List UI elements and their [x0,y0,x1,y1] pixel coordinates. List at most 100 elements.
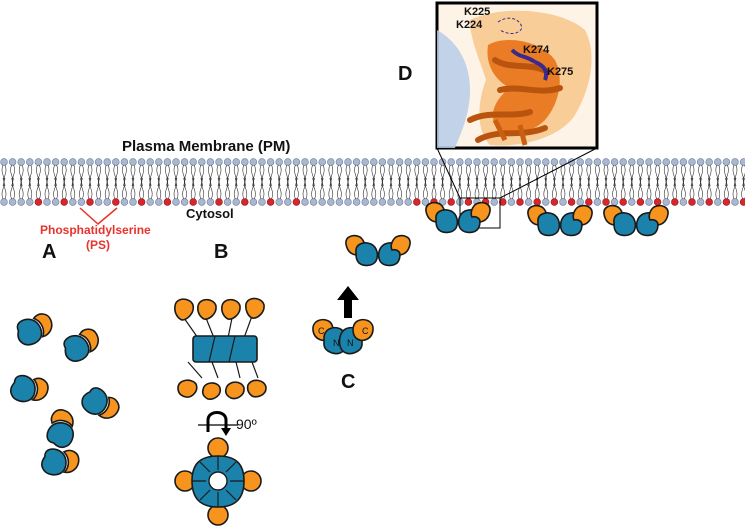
lipid-inner [103,177,111,206]
lipid-inner [438,177,447,206]
lipid-inner [352,177,361,206]
ps-lipid [266,177,275,206]
lipid-inner [490,177,498,206]
panel-label-b: B [214,241,228,263]
lipid-inner [198,177,206,206]
c-terminus-left: C [318,326,325,336]
lipid-inner [284,177,292,206]
residue-k225: K225 [464,6,490,18]
lipid-inner [43,177,51,206]
panel-c-dimer [312,318,374,355]
lipid-inner [51,177,60,206]
lipid-inner [610,177,619,206]
ps-lipid [163,177,172,206]
lipid-inner [172,177,180,206]
lipid-inner [327,177,335,206]
n-terminus-left: N [333,338,340,348]
lipid-inner [8,177,17,206]
lipid-inner [645,177,653,206]
lipid-inner [473,177,481,206]
panel-label-c: C [341,371,355,393]
lipid-inner [559,177,567,206]
lipid-inner [370,177,378,206]
ps-lipid [447,177,455,206]
lipid-inner [593,177,602,206]
lipid-inner [120,177,129,206]
lipid-inner [206,177,215,206]
lipid-inner [275,177,283,206]
lipid-inner [335,177,344,206]
lipid-inner [731,177,739,206]
lipid-inner [309,177,318,206]
lipid-inner [714,177,722,206]
lipid-inner [155,177,163,206]
ps-lipid [60,177,68,206]
lipid-inner [223,177,232,206]
ps-lipid [722,177,731,206]
lipid-inner [696,177,705,206]
ps-lipid [215,177,223,206]
lipid-inner [576,177,584,206]
ps-lipid [671,177,679,206]
ps-lipid [602,177,610,206]
n-terminus-right: N [347,338,354,348]
lipid-inner [77,177,86,206]
panel-b-top-view [174,437,262,526]
residue-k274: K274 [523,44,550,56]
panel-a-monomers [7,311,124,480]
lipid-inner [301,177,309,206]
lipid-inner [129,177,137,206]
rotation-arrow-icon [198,411,238,436]
lipid-inner [232,177,240,206]
lipid-inner [180,177,189,206]
ps-lipid [413,177,421,206]
ps-lipid [430,177,438,206]
ps-lipid [705,177,713,206]
lipid-inner [361,177,369,206]
cytosolic-dimer [345,234,411,267]
cytosol-label: Cytosol [186,206,234,221]
ps-lipid [241,177,249,206]
lipid-inner [0,177,8,206]
ps-lipid [292,177,301,206]
lipid-inner [628,177,636,206]
lipid-inner [662,177,670,206]
lipid-inner [421,177,430,206]
ps-lipid [688,177,696,206]
lipid-inner [146,177,154,206]
residue-k275: K275 [547,66,573,78]
lipid-inner [395,177,404,206]
lipid-inner [387,177,395,206]
zoom-indicator [436,147,598,229]
ps-lipid [112,177,120,206]
lipid-inner [94,177,103,206]
ps-lipid [86,177,94,206]
lipid-inner [679,177,688,206]
plasma-membrane [0,158,745,206]
ps-lipid [619,177,627,206]
residue-k224: K224 [456,19,483,31]
ps-lipid [189,177,197,206]
ps-lipid [550,177,559,206]
ps-lipid [464,177,473,206]
lipid-inner [344,177,352,206]
rotation-label: 90º [236,416,257,432]
lipid-inner [258,177,266,206]
ps-lipid [585,177,593,206]
membrane-dimer-2 [527,204,593,237]
lipid-inner [378,177,387,206]
ps-lipid [739,177,745,206]
ps-bracket [79,207,118,225]
ps-lipid [516,177,524,206]
inset-structure: K225 K224 K274 K275 [435,1,599,150]
panel-label-d: D [398,63,412,85]
membrane-dimer-3 [603,204,669,237]
lipid-inner [17,177,25,206]
ps-lipid [636,177,645,206]
membrane-label: Plasma Membrane (PM) [122,138,290,155]
c-terminus-right: C [362,326,369,336]
up-arrow-icon [337,286,359,318]
lipid-inner [249,177,258,206]
